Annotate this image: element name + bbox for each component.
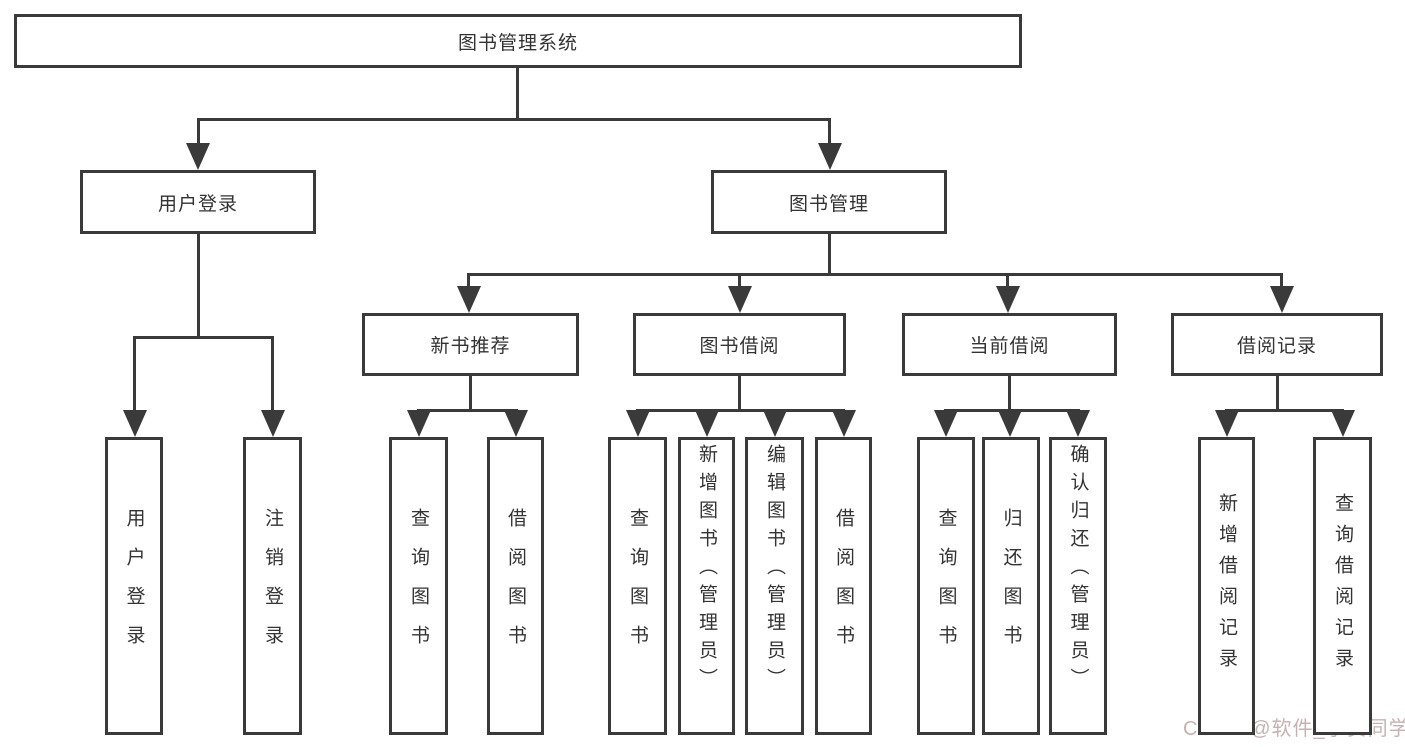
node-label: 新增图书（管理员） bbox=[696, 444, 717, 696]
connector-line bbox=[417, 409, 518, 412]
connector-line bbox=[197, 121, 200, 145]
arrow-down-icon bbox=[1066, 410, 1090, 437]
node-leaf-borrow-book-2: 借阅图书 bbox=[815, 437, 872, 735]
arrow-down-icon bbox=[727, 286, 752, 313]
node-leaf-query-book-1: 查询图书 bbox=[389, 437, 448, 735]
node-borrow-records: 借阅记录 bbox=[1171, 313, 1383, 376]
connector-line bbox=[738, 376, 741, 410]
connector-line bbox=[828, 234, 831, 275]
node-leaf-add-borrow-rec: 新增借阅记录 bbox=[1198, 437, 1255, 735]
node-book-borrow: 图书借阅 bbox=[633, 313, 846, 376]
connector-line bbox=[738, 276, 741, 288]
connector-line bbox=[133, 339, 136, 412]
node-label: 图书管理系统 bbox=[457, 32, 578, 54]
arrow-down-icon bbox=[934, 410, 958, 437]
arrow-down-icon bbox=[186, 143, 210, 170]
connector-line bbox=[1006, 276, 1009, 288]
connector-line bbox=[271, 339, 274, 412]
arrow-down-icon bbox=[406, 410, 431, 437]
node-leaf-edit-book-admin: 编辑图书（管理员） bbox=[745, 437, 804, 735]
connector-line bbox=[467, 273, 1283, 276]
arrow-down-icon bbox=[1330, 410, 1355, 437]
node-label: 借阅图书 bbox=[505, 508, 526, 664]
arrow-down-icon bbox=[503, 410, 528, 437]
node-leaf-return-book: 归还图书 bbox=[982, 437, 1040, 735]
connector-line bbox=[828, 121, 831, 145]
arrow-down-icon bbox=[831, 410, 856, 437]
connector-line bbox=[133, 336, 274, 339]
arrow-down-icon bbox=[122, 410, 147, 437]
connector-line bbox=[197, 234, 200, 338]
node-label: 当前借阅 bbox=[969, 336, 1050, 357]
connector-line bbox=[469, 376, 472, 410]
node-leaf-query-book-3: 查询图书 bbox=[917, 437, 975, 735]
connector-line bbox=[636, 409, 845, 412]
node-leaf-add-book-admin: 新增图书（管理员） bbox=[678, 437, 735, 735]
node-leaf-confirm-return: 确认归还（管理员） bbox=[1049, 437, 1107, 735]
node-label: 查询图书 bbox=[935, 508, 957, 664]
node-root: 图书管理系统 bbox=[14, 14, 1022, 68]
arrow-down-icon bbox=[762, 410, 787, 437]
node-label: 查询图书 bbox=[627, 508, 648, 664]
arrow-down-icon bbox=[995, 286, 1020, 313]
connector-line bbox=[1276, 376, 1279, 410]
arrow-down-icon bbox=[817, 143, 842, 170]
connector-line bbox=[467, 276, 470, 288]
node-leaf-logout: 注销登录 bbox=[243, 437, 302, 735]
node-current-borrow: 当前借阅 bbox=[902, 313, 1117, 376]
arrow-down-icon bbox=[625, 410, 650, 437]
node-leaf-borrow-book-1: 借阅图书 bbox=[487, 437, 544, 735]
connector-line bbox=[1225, 409, 1344, 412]
node-label: 新增借阅记录 bbox=[1216, 493, 1237, 679]
node-new-book-recommend: 新书推荐 bbox=[362, 313, 579, 376]
node-label: 新书推荐 bbox=[430, 336, 511, 357]
node-leaf-user-login: 用户登录 bbox=[105, 437, 163, 735]
connector-line bbox=[1280, 276, 1283, 288]
node-label: 借阅图书 bbox=[833, 508, 854, 664]
node-label: 注销登录 bbox=[262, 508, 283, 664]
node-label: 图书管理 bbox=[788, 193, 869, 215]
arrow-down-icon bbox=[998, 410, 1022, 437]
arrow-down-icon bbox=[1214, 410, 1239, 437]
arrow-down-icon bbox=[1269, 286, 1294, 313]
connector-line bbox=[1008, 376, 1011, 410]
arrow-down-icon bbox=[694, 410, 719, 437]
node-leaf-query-borrow-rec: 查询借阅记录 bbox=[1313, 437, 1372, 735]
node-label: 编辑图书（管理员） bbox=[764, 444, 785, 696]
node-book-management: 图书管理 bbox=[711, 170, 947, 234]
node-label: 用户登录 bbox=[123, 508, 145, 664]
arrow-down-icon bbox=[260, 410, 285, 437]
node-label: 查询图书 bbox=[408, 508, 429, 664]
node-label: 归还图书 bbox=[1000, 508, 1022, 664]
node-leaf-query-book-2: 查询图书 bbox=[608, 437, 667, 735]
connector-line bbox=[197, 118, 831, 121]
node-label: 图书借阅 bbox=[699, 336, 780, 357]
connector-line bbox=[516, 68, 519, 121]
node-label: 用户登录 bbox=[157, 193, 238, 215]
node-label: 确认归还（管理员） bbox=[1067, 444, 1089, 696]
arrow-down-icon bbox=[456, 286, 481, 313]
node-user-login: 用户登录 bbox=[80, 170, 316, 234]
node-label: 查询借阅记录 bbox=[1332, 493, 1353, 679]
node-label: 借阅记录 bbox=[1236, 336, 1317, 357]
